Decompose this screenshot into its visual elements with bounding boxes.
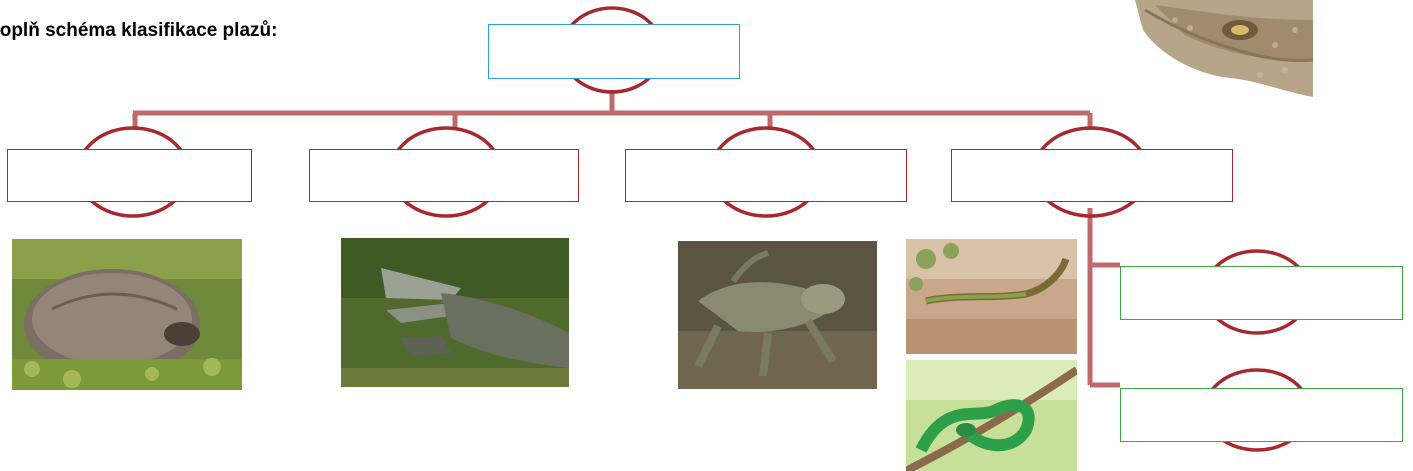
- tortoise-photo: [12, 239, 242, 390]
- suborder-box-1[interactable]: [1120, 266, 1403, 320]
- snake-photo: [906, 360, 1077, 471]
- crocodile-photo: [341, 238, 569, 387]
- order-box-4[interactable]: [951, 149, 1233, 202]
- suborder-box-2[interactable]: [1120, 388, 1403, 442]
- worksheet-title: Doplň schéma klasifikace plazů:: [0, 20, 278, 41]
- tuatara-photo: [678, 241, 877, 389]
- order-box-2[interactable]: [309, 149, 579, 202]
- lizard-photo: [906, 239, 1077, 354]
- order-box-1[interactable]: [7, 149, 252, 202]
- order-box-3[interactable]: [625, 149, 907, 202]
- root-box[interactable]: [488, 24, 740, 79]
- dragon-head-photo: [1135, 0, 1313, 97]
